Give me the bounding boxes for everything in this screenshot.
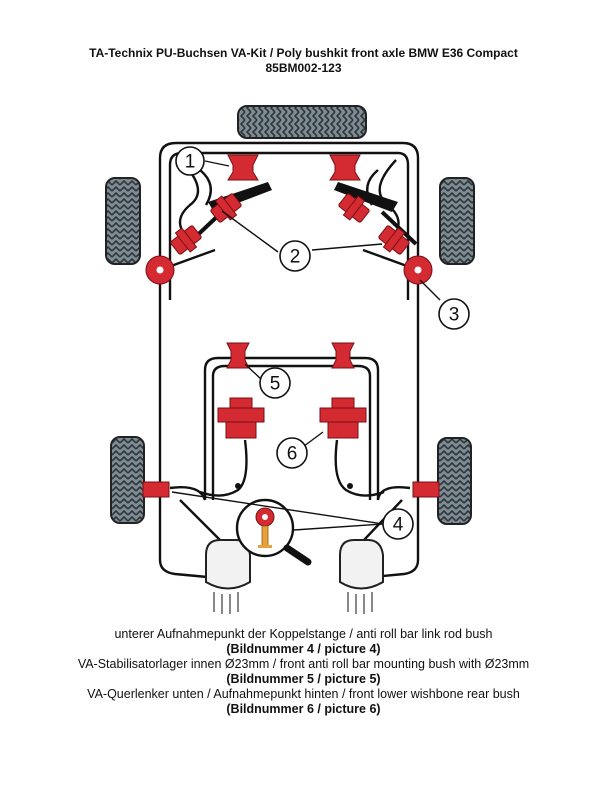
svg-text:2: 2 bbox=[290, 247, 301, 268]
tire-front-left bbox=[105, 177, 141, 265]
bush-rear-right bbox=[412, 481, 440, 498]
tire-front-right bbox=[439, 177, 475, 265]
svg-text:6: 6 bbox=[287, 444, 298, 465]
caption-6-ref: (Bildnummer 6 / picture 6) bbox=[226, 702, 381, 716]
front-arm-right bbox=[334, 182, 398, 212]
tire-rear-right bbox=[437, 437, 472, 525]
bush-1-left bbox=[227, 154, 259, 181]
callout-4: 4 bbox=[382, 508, 414, 540]
diagram-title: TA-Technix PU-Buchsen VA-Kit / Poly bush… bbox=[0, 46, 607, 76]
steering-wheel bbox=[237, 105, 367, 139]
link-point-left bbox=[235, 483, 241, 489]
caption-5-ref: (Bildnummer 5 / picture 5) bbox=[226, 672, 381, 686]
bush-3-left bbox=[145, 255, 175, 285]
bush-2-left-upper bbox=[210, 193, 242, 223]
suspension-diagram: 1 2 3 4 5 6 bbox=[105, 105, 475, 614]
svg-text:3: 3 bbox=[449, 305, 460, 326]
bush-6-left bbox=[217, 397, 265, 439]
callout-3: 3 bbox=[438, 298, 470, 330]
caption-4-ref: (Bildnummer 4 / picture 4) bbox=[226, 642, 381, 656]
bush-rear-left bbox=[142, 481, 170, 498]
bush-6-right bbox=[319, 397, 367, 439]
callout-1: 1 bbox=[175, 146, 205, 176]
bush-1-right bbox=[329, 154, 361, 181]
caption-6-text: VA-Querlenker unten / Aufnahmepunkt hint… bbox=[87, 687, 520, 701]
bush-5-right bbox=[331, 342, 355, 369]
title-text: TA-Technix PU-Buchsen VA-Kit / Poly bush… bbox=[89, 46, 518, 60]
svg-text:1: 1 bbox=[185, 152, 196, 173]
link-point-right bbox=[347, 483, 353, 489]
leader-lines bbox=[171, 160, 441, 531]
captions: unterer Aufnahmepunkt der Koppelstange /… bbox=[0, 627, 607, 717]
bush-2-right-lower bbox=[378, 225, 410, 255]
tire-rear-left bbox=[110, 436, 145, 524]
part-number: 85BM002-123 bbox=[265, 61, 342, 75]
bush-2-right-upper bbox=[338, 193, 370, 223]
svg-text:5: 5 bbox=[270, 374, 281, 395]
tie-link-right bbox=[380, 210, 418, 246]
callout-6: 6 bbox=[276, 437, 308, 469]
caption-5-text: VA-Stabilisatorlager innen Ø23mm / front… bbox=[77, 657, 530, 671]
detail-magnifier bbox=[235, 498, 312, 566]
strut-left bbox=[205, 539, 251, 614]
callout-5: 5 bbox=[259, 367, 291, 399]
caption-4-text: unterer Aufnahmepunkt der Koppelstange /… bbox=[114, 627, 493, 641]
bush-2-left-lower bbox=[170, 225, 202, 255]
bush-3-right bbox=[403, 255, 433, 285]
svg-text:4: 4 bbox=[393, 515, 404, 536]
strut-right bbox=[339, 539, 384, 614]
callout-2: 2 bbox=[279, 240, 311, 272]
